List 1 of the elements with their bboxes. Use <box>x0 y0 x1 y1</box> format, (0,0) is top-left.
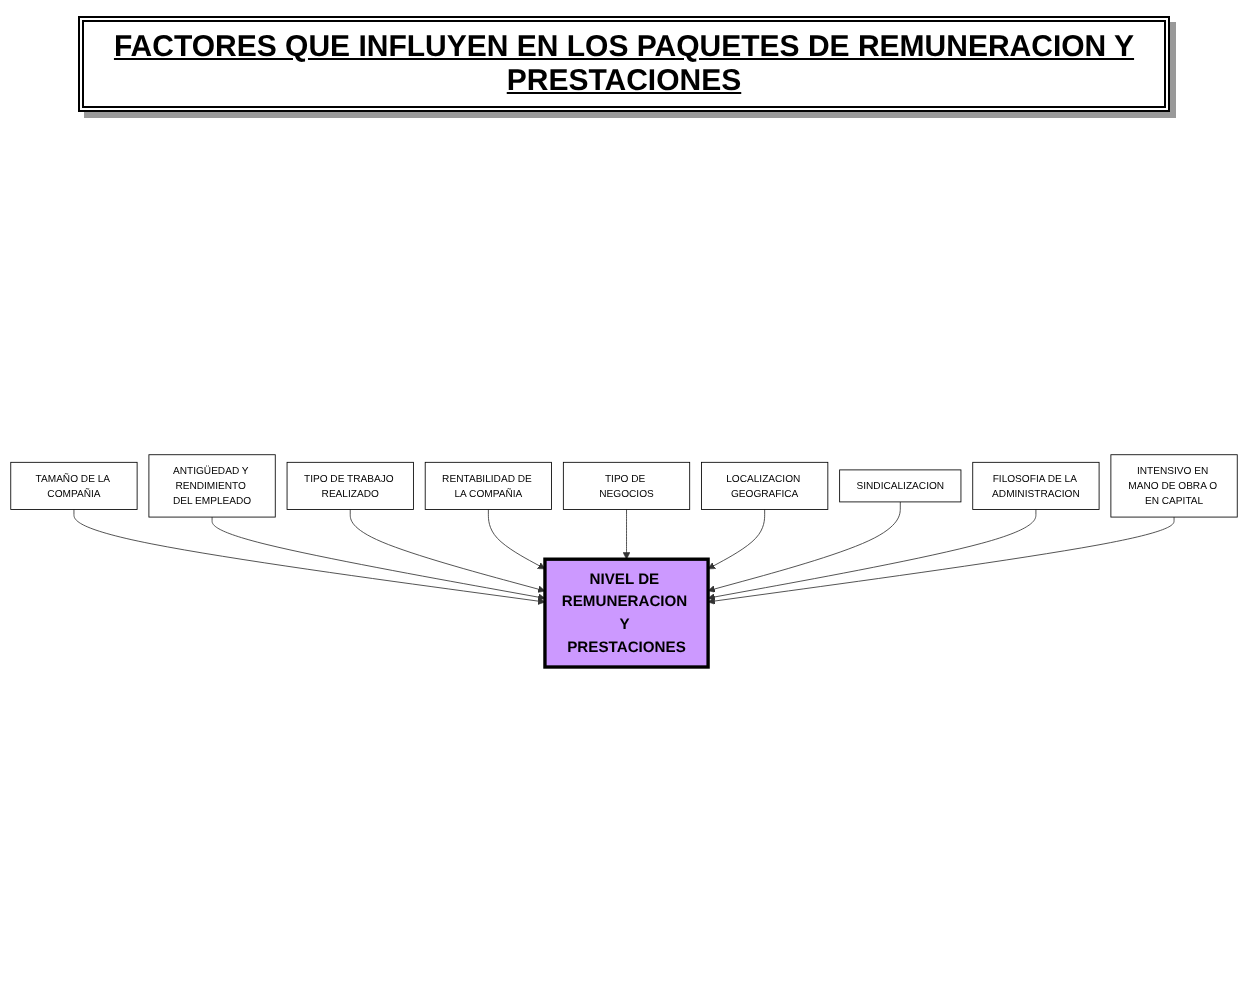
diagram-title: FACTORES QUE INFLUYEN EN LOS PAQUETES DE REMUNERACION Y PRESTACIONES <box>78 16 1170 112</box>
